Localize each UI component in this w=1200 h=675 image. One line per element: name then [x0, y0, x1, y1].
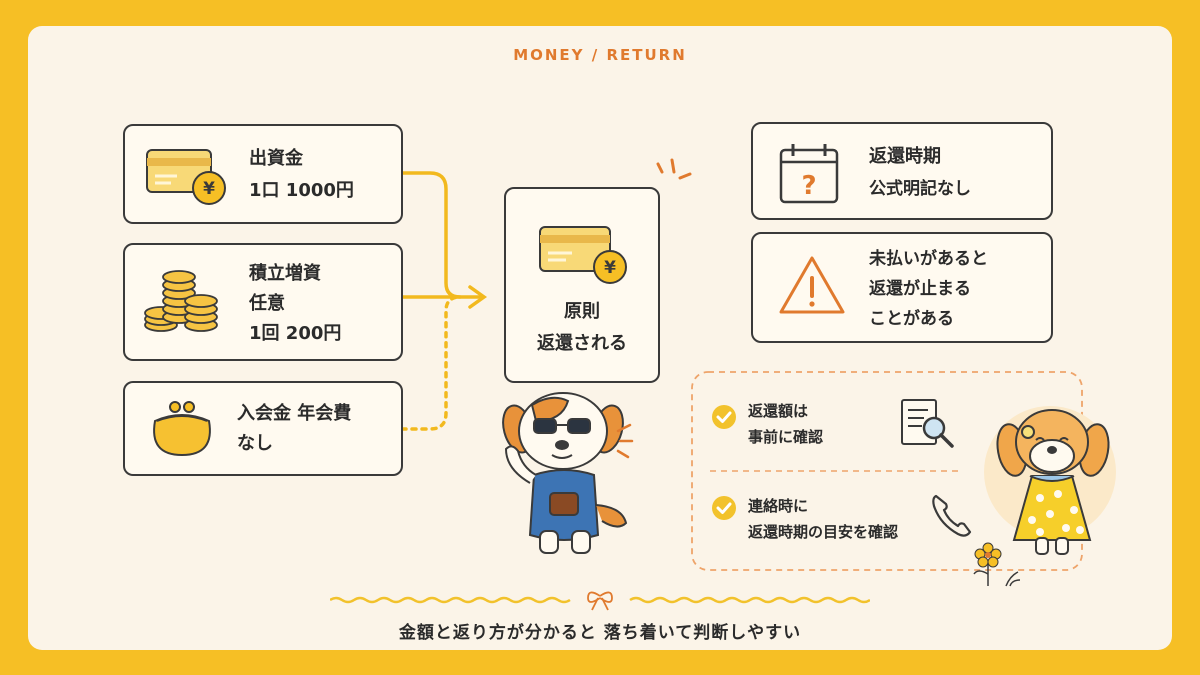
check2-line2: 返還時期の目安を確認: [748, 523, 899, 541]
warning-line3: ことがある: [869, 309, 954, 329]
check-icon: [712, 496, 736, 520]
check1-line2: 事前に確認: [748, 428, 824, 446]
flower-decoration: [973, 542, 1021, 587]
card-fees: 入会金 年会費 なし: [123, 381, 403, 476]
calendar-question-icon: ?: [779, 144, 839, 204]
phone-icon: [932, 494, 972, 537]
warning-line2: 返還が止まる: [869, 279, 971, 299]
dog-mascot-dress: [984, 406, 1116, 555]
connector-arrowhead: [468, 285, 488, 309]
dog-mascot-sunglasses: [502, 392, 634, 554]
svg-text:¥: ¥: [203, 179, 215, 199]
capital-title: 出資金: [249, 148, 303, 169]
wavy-divider: [330, 591, 870, 611]
page-title: MONEY / RETURN: [513, 46, 687, 64]
connector-capital: [400, 171, 462, 299]
svg-text:?: ?: [801, 171, 816, 201]
warning-icon: [779, 256, 845, 314]
svg-text:¥: ¥: [604, 258, 616, 278]
warning-line1: 未払いがあると: [869, 249, 988, 269]
capital-amount: 1口 1000円: [249, 180, 354, 201]
coins-stack-icon: [144, 270, 218, 332]
savings-optional: 任意: [249, 293, 285, 314]
check2-line1: 連絡時に: [748, 497, 809, 515]
card-capital: ¥ 出資金 1口 1000円: [123, 124, 403, 224]
savings-title: 積立増資: [249, 263, 321, 284]
fees-title: 入会金 年会費: [237, 403, 352, 424]
summary-caption: 金額と返り方が分かると 落ち着いて判断しやすい: [398, 623, 802, 643]
ribbon-icon: [587, 591, 613, 611]
timing-title: 返還時期: [869, 146, 941, 167]
coin-purse-icon: [153, 401, 211, 457]
refund-line1: 原則: [564, 301, 600, 322]
card-yen-icon: ¥: [146, 149, 226, 205]
document-search-icon: [901, 399, 954, 448]
card-refund-timing: ? 返還時期 公式明記なし: [751, 122, 1053, 220]
savings-amount: 1回 200円: [249, 323, 342, 344]
connector-fees: [400, 295, 462, 431]
refund-line2: 返還される: [537, 333, 627, 354]
check1-line1: 返還額は: [748, 402, 809, 420]
sparkle-decoration: [656, 158, 692, 180]
card-yen-icon: ¥: [539, 226, 627, 284]
check-icon: [712, 405, 736, 429]
card-savings: 積立増資 任意 1回 200円: [123, 243, 403, 361]
timing-note: 公式明記なし: [869, 179, 971, 199]
card-payment-warning: 未払いがあると 返還が止まる ことがある: [751, 232, 1053, 343]
fees-none: なし: [237, 433, 273, 454]
card-refund-principle: ¥ 原則 返還される: [504, 187, 660, 383]
